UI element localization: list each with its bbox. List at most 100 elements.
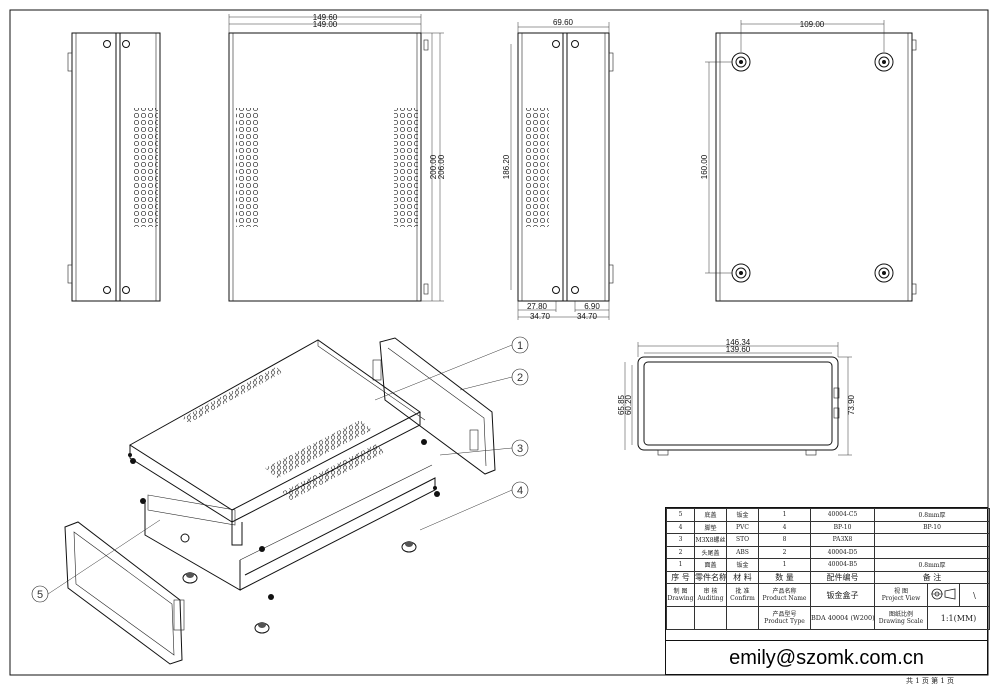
part-note: BP-10 <box>873 520 991 534</box>
bottom-view: 109.00 160.00 <box>700 20 917 302</box>
page-note: 共 1 页 第 1 页 <box>906 677 955 685</box>
exploded-view <box>47 337 513 665</box>
product-type-en: Product Type <box>764 618 805 625</box>
project-view-en: Project View <box>881 595 921 602</box>
dim-front-w-inner: 149.00 <box>313 20 338 29</box>
auditing-en: Auditing <box>697 595 724 602</box>
part-name: 头尾盖 <box>694 545 727 559</box>
project-view-label: 视 图 Project View <box>874 583 928 607</box>
dim-front-h-inner: 206.00 <box>437 154 446 179</box>
dim-side-h: 186.20 <box>502 154 511 179</box>
product-name-cn: 产品名称 <box>772 588 797 595</box>
project-view-cn: 视 图 <box>894 588 908 595</box>
part-note: 0.8mm厚 <box>873 508 991 522</box>
table-header-row: 序 号 零件名称 材 料 数 量 配件编号 备 注 <box>666 570 991 584</box>
callout-label: 2 <box>517 372 523 384</box>
drawing-cn: 制 图 <box>673 588 688 595</box>
front-panel-view <box>67 32 161 302</box>
part-code: 40004-C5 <box>810 508 875 522</box>
product-type-label: 产品型号 Product Type <box>758 606 811 630</box>
part-note <box>873 545 991 559</box>
part-material: 钣金 <box>726 508 759 522</box>
part-material: ABS <box>726 545 759 559</box>
dim-side-b1: 27.80 <box>527 302 548 311</box>
title-block: 5 底盖 钣金 1 40004-C5 0.8mm厚 4 脚垫 PVC 4 BP-… <box>665 507 991 675</box>
part-name: 脚垫 <box>694 520 727 534</box>
table-row: 5 底盖 钣金 1 40004-C5 0.8mm厚 <box>666 508 991 522</box>
part-code: PA3X8 <box>810 533 875 547</box>
blank-cell <box>666 606 695 630</box>
part-material: 钣金 <box>726 558 759 572</box>
type-row: 产品型号 Product Type BDA 40004 (W200) 图纸比例 … <box>666 606 991 630</box>
dim-bottom-h: 160.00 <box>700 154 709 179</box>
vent-holes <box>265 420 372 478</box>
vent-holes <box>182 367 283 423</box>
top-view: 149.60 149.00 200.00 206.00 <box>228 13 446 302</box>
callout-5: 5 <box>31 585 49 603</box>
drawing-en: Drawing <box>667 595 694 602</box>
parts-list: 5 底盖 钣金 1 40004-C5 0.8mm厚 4 脚垫 PVC 4 BP-… <box>666 508 991 630</box>
foot-pad-icon <box>731 52 894 283</box>
vent-holes <box>282 444 385 500</box>
callout-4: 4 <box>511 481 529 499</box>
table-row: 3 M3X8螺丝 STO 8 PA3X8 <box>666 533 991 547</box>
header-no: 序 号 <box>666 570 695 584</box>
callout-label: 5 <box>37 589 43 601</box>
blank-cell <box>726 606 759 630</box>
header-note: 备 注 <box>873 570 991 584</box>
contact-email: emily@szomk.com.cn <box>665 640 988 675</box>
part-qty: 2 <box>758 545 811 559</box>
callout-label: 3 <box>517 443 523 455</box>
dim-end-h2: 60.20 <box>624 394 633 415</box>
screw-icon <box>128 439 440 600</box>
auditing-cell: 审 核 Auditing <box>694 583 727 607</box>
dim-side-b4: 34.70 <box>577 312 598 321</box>
table-row: 4 脚垫 PVC 4 BP-10 BP-10 <box>666 520 991 534</box>
scale-en: Drawing Scale <box>878 618 924 625</box>
table-row: 1 面盖 钣金 1 40004-B5 0.8mm厚 <box>666 558 991 572</box>
sign-row: 制 图 Drawing 审 核 Auditing 批 准 Confirm 产品名… <box>666 583 991 607</box>
dim-end-w-inner: 139.60 <box>726 345 751 354</box>
header-code: 配件编号 <box>810 570 875 584</box>
callout-label: 1 <box>517 340 523 352</box>
dim-end-w-outer: 146.34 <box>726 338 751 347</box>
side-view: 69.60 186.20 27.80 6.90 34.70 34.70 <box>502 18 614 321</box>
dim-front-w-outer: 149.60 <box>313 13 338 22</box>
scale-value: 1:1(MM) <box>926 606 991 630</box>
screw-icon <box>103 40 130 294</box>
projection-mark: \ <box>958 583 991 607</box>
callout-label: 4 <box>517 485 523 497</box>
part-code: 40004-B5 <box>810 558 875 572</box>
dim-end-h1: 65.85 <box>617 394 626 415</box>
product-name-en: Product Name <box>762 595 807 602</box>
vent-holes <box>134 108 158 227</box>
dim-side-b2: 6.90 <box>584 302 600 311</box>
header-material: 材 料 <box>726 570 759 584</box>
confirm-cn: 批 准 <box>735 588 750 595</box>
vent-holes <box>525 108 549 227</box>
dim-side-w: 69.60 <box>553 18 574 27</box>
part-no: 2 <box>666 545 695 559</box>
header-name: 零件名称 <box>694 570 727 584</box>
product-name-label: 产品名称 Product Name <box>758 583 811 607</box>
product-type-value: BDA 40004 (W200) <box>810 606 875 630</box>
part-material: PVC <box>726 520 759 534</box>
part-code: BP-10 <box>810 520 875 534</box>
callout-1: 1 <box>511 336 529 354</box>
part-qty: 1 <box>758 508 811 522</box>
product-name-value: 钣金盒子 <box>810 583 875 607</box>
blank-cell <box>694 606 727 630</box>
header-qty: 数 量 <box>758 570 811 584</box>
confirm-en: Confirm <box>730 595 755 602</box>
scale-label: 图纸比例 Drawing Scale <box>874 606 928 630</box>
part-note <box>873 533 991 547</box>
dim-bottom-w: 109.00 <box>800 20 825 29</box>
callout-2: 2 <box>511 368 529 386</box>
projection-symbol-icon <box>927 583 960 607</box>
part-no: 1 <box>666 558 695 572</box>
part-name: 面盖 <box>694 558 727 572</box>
dim-side-b3: 34.70 <box>530 312 551 321</box>
confirm-cell: 批 准 Confirm <box>726 583 759 607</box>
part-code: 40004-D5 <box>810 545 875 559</box>
vent-holes-right <box>394 108 418 227</box>
